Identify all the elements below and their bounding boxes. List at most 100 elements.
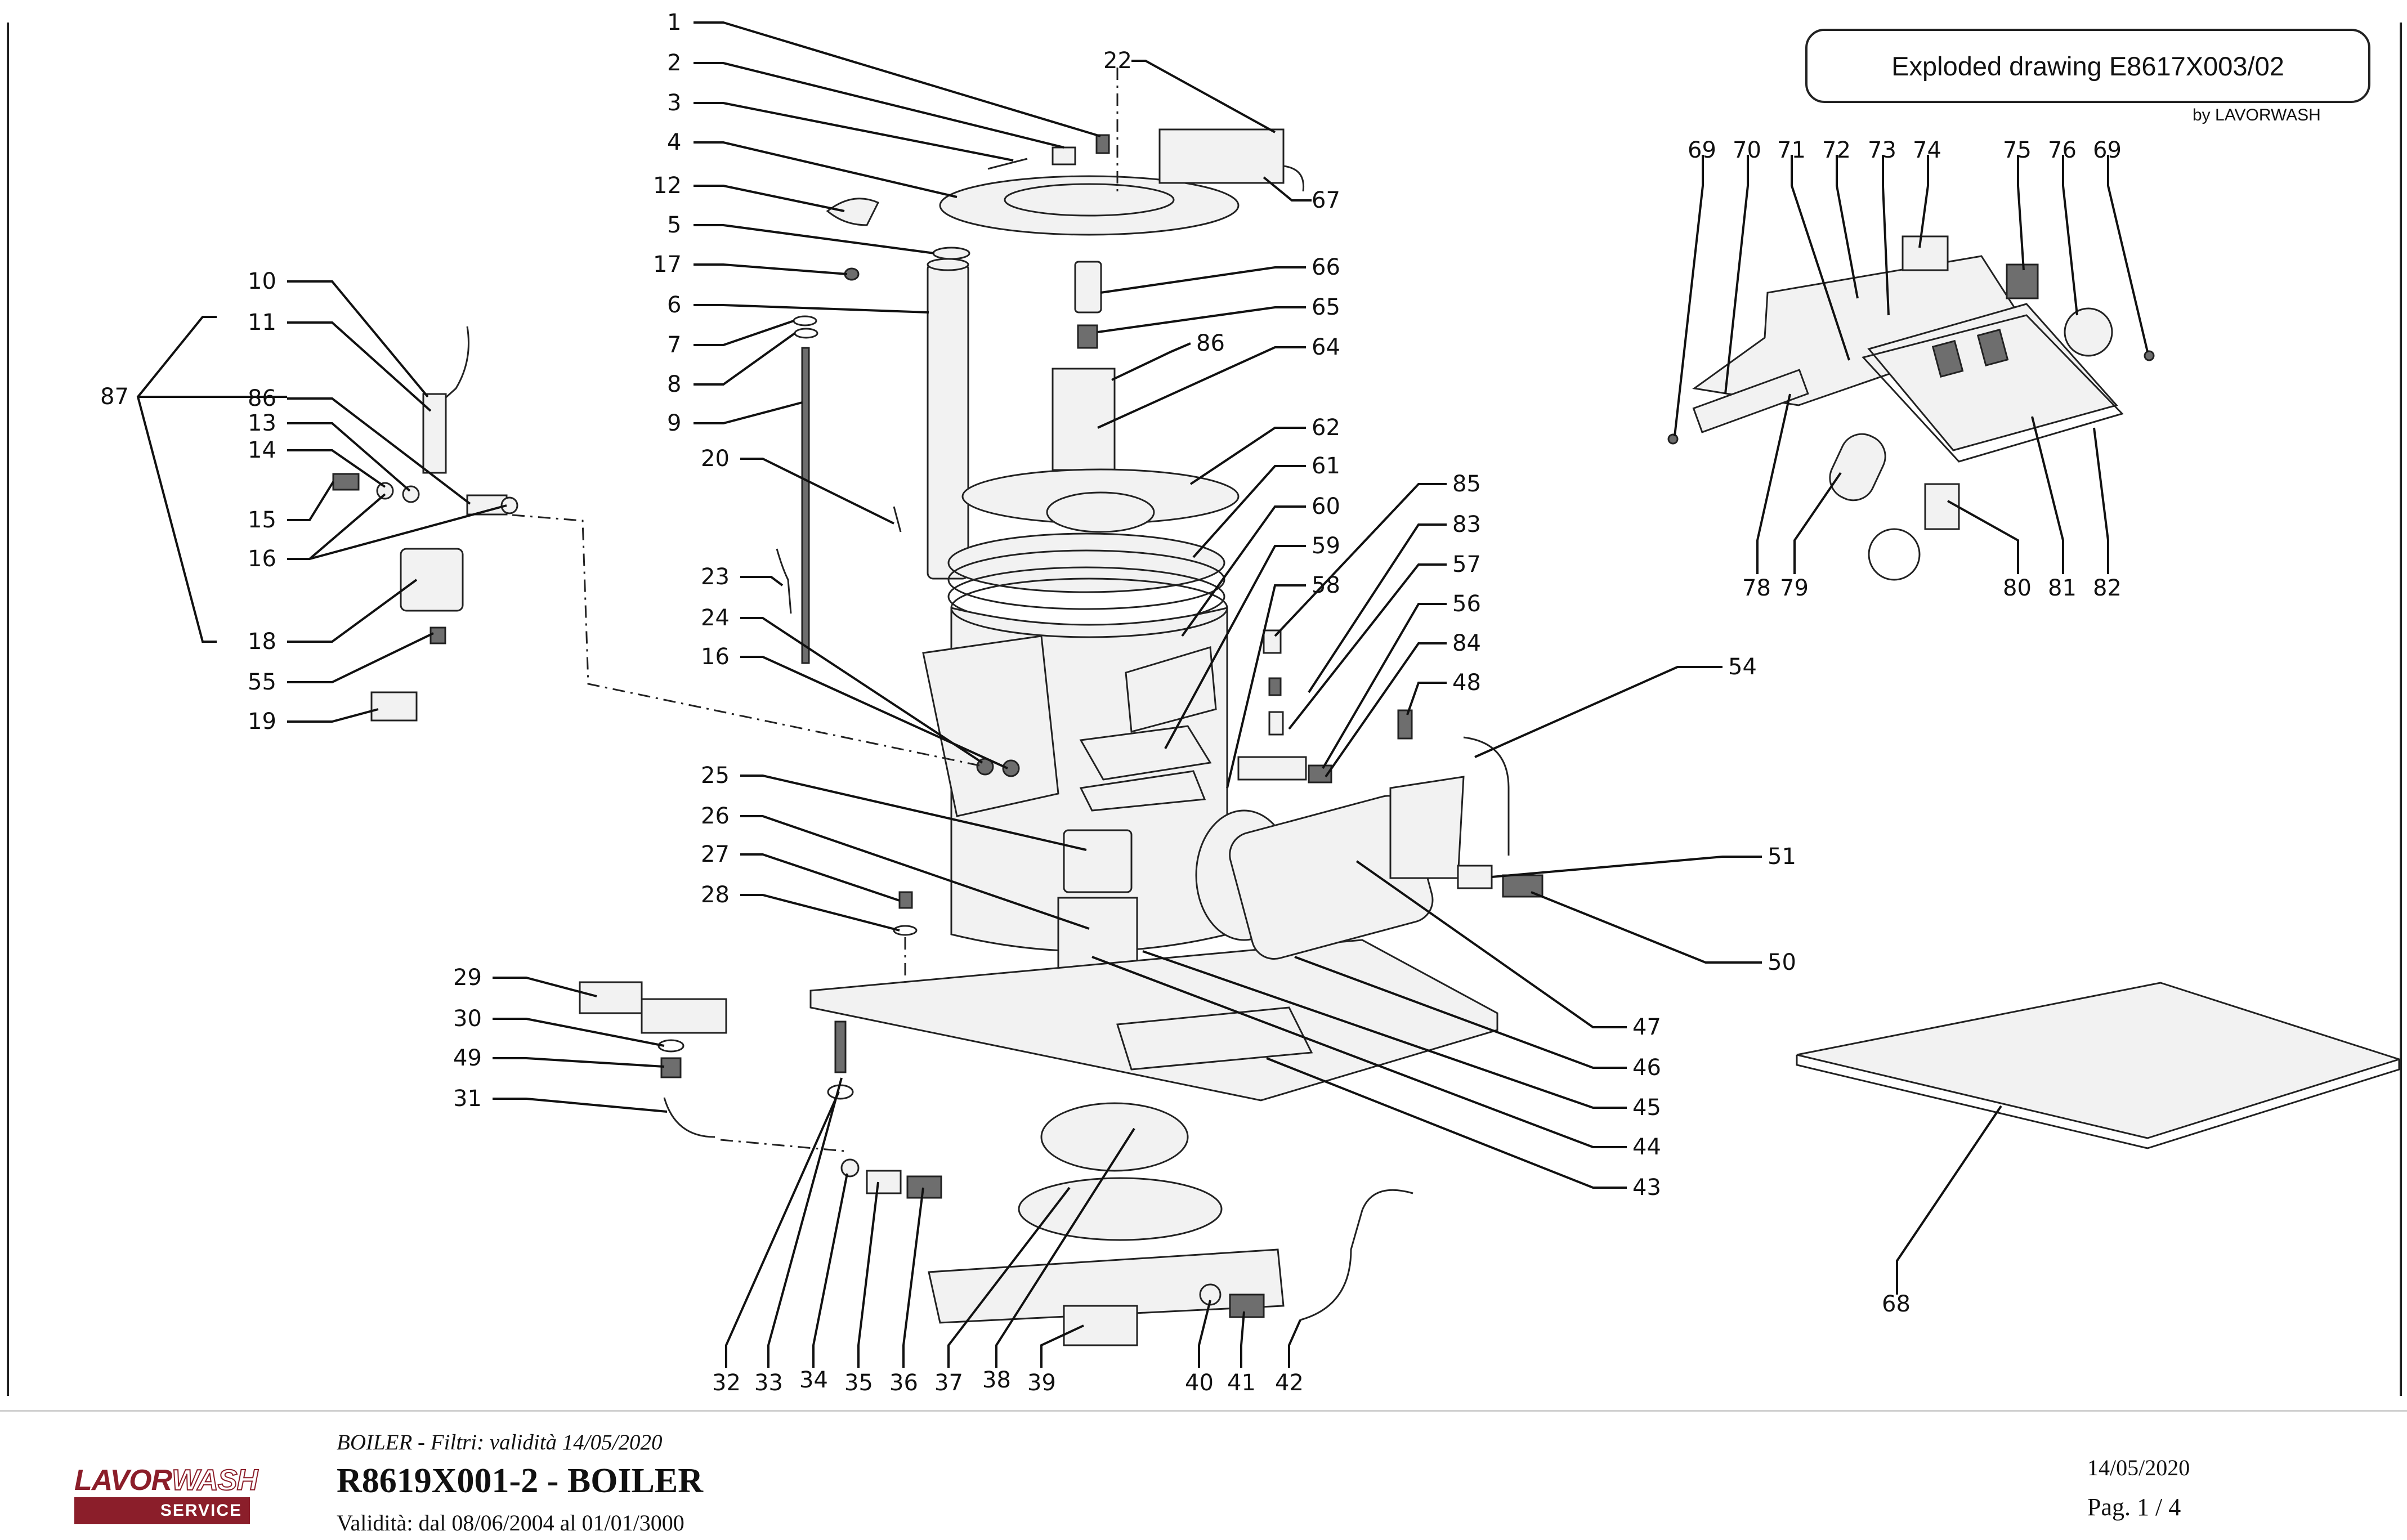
washer-33 (827, 1084, 854, 1100)
solenoid-base-19 (370, 691, 418, 722)
electrode-tube-6 (927, 262, 969, 580)
shell-bracket-left (922, 635, 1059, 817)
sensor-23 (776, 548, 792, 614)
callout-36: 36 (889, 1370, 918, 1396)
footer-divider (0, 1410, 2407, 1412)
switch-75 (2006, 263, 2039, 299)
callout-79: 79 (1780, 575, 1809, 601)
washer-13 (402, 485, 420, 503)
callout-18: 18 (248, 629, 276, 655)
logo-service-bar: SERVICE (74, 1497, 250, 1524)
callout-34: 34 (799, 1367, 828, 1393)
callout-71: 71 (1777, 137, 1806, 163)
washer-28 (893, 925, 918, 936)
callout-2: 2 (667, 50, 681, 76)
callout-85: 85 (1452, 471, 1481, 497)
callout-14: 14 (248, 437, 276, 463)
callout-76: 76 (2048, 137, 2077, 163)
spring-83 (1268, 677, 1282, 696)
callout-41: 41 (1227, 1370, 1256, 1396)
logo-word-lavor: LAVOR (74, 1464, 172, 1497)
pump-head (1389, 776, 1465, 879)
callout-73: 73 (1868, 137, 1896, 163)
washer-16 (500, 496, 518, 514)
callout-40: 40 (1185, 1370, 1214, 1396)
washer-7 (793, 315, 817, 326)
leader-lines (136, 21, 2149, 1368)
screw-69-right (2144, 350, 2155, 361)
callout-87: 87 (100, 384, 129, 410)
callout-24: 24 (701, 605, 730, 631)
spring-coil (1868, 528, 1921, 581)
callout-11: 11 (248, 310, 276, 335)
washer-8 (794, 328, 818, 339)
fitting-85 (1263, 629, 1282, 654)
control-panel-assembly (1667, 235, 2155, 581)
top-cover-plate (939, 175, 1240, 236)
callout-13: 13 (248, 410, 276, 436)
fitting-51 (1457, 865, 1493, 889)
gasket-12 (826, 198, 880, 226)
control-box-base (1079, 770, 1206, 812)
capacitor-79 (1829, 433, 1886, 502)
footer-validity: Validità: dal 08/06/2004 al 01/01/3000 (337, 1510, 684, 1535)
callout-69-left: 69 (1688, 137, 1716, 163)
washer-14 (376, 482, 394, 500)
fitting-2 (1052, 146, 1076, 165)
block-29 (641, 998, 727, 1034)
callout-44: 44 (1632, 1134, 1661, 1160)
callout-38: 38 (982, 1367, 1011, 1393)
gasket-82 (1862, 314, 2124, 463)
valve-48 (1397, 709, 1413, 740)
nipple-35 (866, 1170, 902, 1194)
drawing-title: Exploded drawing E8617X003/02 (1805, 29, 2370, 103)
nut-84 (1308, 764, 1332, 784)
switch-window-2 (1976, 328, 2009, 367)
callout-49: 49 (453, 1045, 482, 1071)
switch-window-1 (1931, 339, 1964, 378)
cap-57 (1268, 711, 1284, 736)
callout-59: 59 (1312, 533, 1340, 559)
callout-54: 54 (1728, 654, 1757, 680)
burner-cone (1046, 491, 1155, 533)
callout-84: 84 (1452, 630, 1481, 656)
base-box-44 (1116, 1006, 1313, 1071)
callout-62: 62 (1312, 415, 1340, 441)
electrode-tube-top (927, 258, 969, 271)
fitting-1 (1095, 134, 1110, 154)
hose-42 (1300, 1189, 1413, 1321)
callout-51: 51 (1768, 844, 1796, 870)
callout-82: 82 (2093, 575, 2122, 601)
boiler-shell-rim (950, 578, 1228, 638)
callout-65: 65 (1312, 294, 1340, 320)
callout-43: 43 (1632, 1175, 1661, 1201)
callout-9: 9 (667, 410, 681, 436)
callout-64: 64 (1312, 334, 1340, 360)
callout-28: 28 (701, 882, 730, 908)
valve-body-11 (422, 393, 447, 474)
bottom-cover-37 (1018, 1177, 1223, 1241)
top-cover-ring (1004, 183, 1175, 217)
screw-27 (898, 891, 913, 909)
callout-37: 37 (934, 1370, 963, 1396)
callout-70: 70 (1733, 137, 1761, 163)
elbow-31 (663, 1097, 715, 1138)
callout-20: 20 (701, 446, 730, 472)
stud-32 (834, 1020, 847, 1073)
callout-16: 16 (248, 546, 276, 572)
callout-1: 1 (667, 10, 681, 35)
callout-57: 57 (1452, 552, 1481, 578)
callout-29: 29 (453, 965, 482, 991)
control-box-59 (1079, 725, 1212, 781)
valve-body-56 (1237, 756, 1307, 781)
callout-78: 78 (1742, 575, 1771, 601)
callout-6: 6 (667, 292, 681, 318)
callout-30: 30 (453, 1006, 482, 1032)
callout-67: 67 (1312, 187, 1340, 213)
callout-39: 39 (1027, 1370, 1056, 1396)
drawing-frame-right (2400, 23, 2402, 1396)
bracket-80 (1924, 483, 1960, 530)
solenoid-valve-assembly-87 (332, 326, 980, 767)
callout-86: 86 (248, 386, 276, 411)
